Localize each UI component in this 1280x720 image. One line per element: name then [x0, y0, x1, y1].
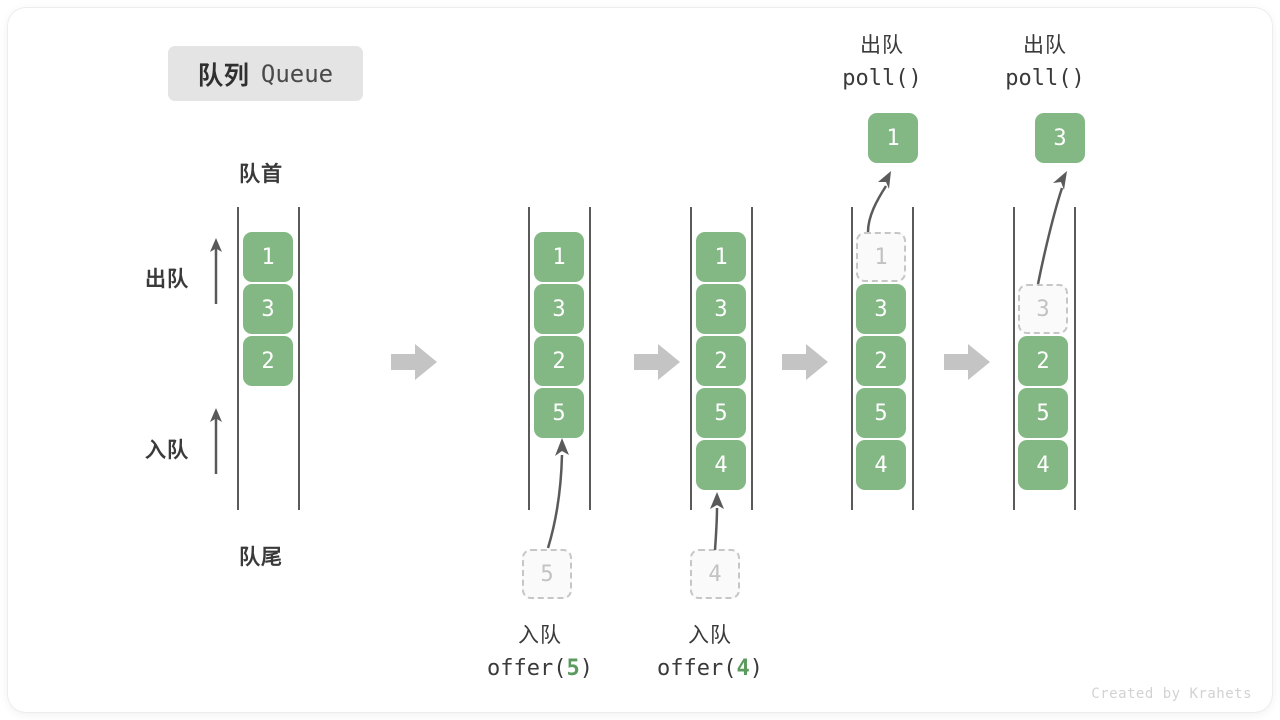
stage1-rail-right: [298, 207, 300, 510]
stage5-cell-1: 2: [1018, 336, 1068, 386]
stage3-incoming-cell: 4: [690, 549, 740, 599]
stage2-enqueue-arrow: [546, 438, 569, 549]
operation-code-poll-2: poll(): [1005, 65, 1085, 91]
step-arrow-2: [634, 344, 680, 380]
operation-label-poll-1: 出队 poll(): [812, 30, 952, 95]
operation-cn-offer-4: 入队: [688, 624, 732, 647]
stage4-cell-4: 4: [856, 440, 906, 490]
stage5-rail-left: [1013, 207, 1015, 510]
stage4-rail-left: [851, 207, 853, 510]
label-dequeue-side: 出队: [145, 268, 189, 291]
stage2-rail-left: [528, 207, 530, 510]
stage4-cell-1: 3: [856, 284, 906, 334]
step-arrow-3: [782, 344, 828, 380]
stage2-cell-2: 2: [534, 336, 584, 386]
operation-code-poll-1: poll(): [842, 65, 922, 91]
stage3-enqueue-arrow: [710, 492, 724, 551]
stage4-rail-right: [912, 207, 914, 510]
dequeue-direction-arrow: [210, 238, 222, 304]
label-rear: 队尾: [239, 546, 283, 569]
stage3-cell-0: 1: [696, 232, 746, 282]
stage3-cell-1: 3: [696, 284, 746, 334]
stage5-cell-0: 3: [1018, 284, 1068, 334]
stage1-cell-0: 1: [243, 232, 293, 282]
operation-code-offer-5: offer(5): [487, 655, 593, 681]
stage5-cell-3: 4: [1018, 440, 1068, 490]
stage4-outgoing-cell: 1: [868, 113, 918, 163]
stage5-dequeue-arrow: [1036, 171, 1067, 285]
stage5-cell-2: 5: [1018, 388, 1068, 438]
label-front: 队首: [239, 163, 283, 186]
operation-label-offer-4: 入队 offer(4): [610, 620, 810, 685]
stage4-dequeue-arrow: [866, 171, 891, 233]
label-enqueue-side: 入队: [145, 439, 189, 462]
stage2-cell-3: 5: [534, 388, 584, 438]
stage5-rail-right: [1074, 207, 1076, 510]
stage1-rail-left: [237, 207, 239, 510]
stage4-cell-0: 1: [856, 232, 906, 282]
stage2-rail-right: [589, 207, 591, 510]
enqueue-direction-arrow: [210, 408, 222, 474]
stage1-cell-2: 2: [243, 336, 293, 386]
stage3-cell-3: 5: [696, 388, 746, 438]
step-arrow-4: [944, 344, 990, 380]
operation-label-offer-5: 入队 offer(5): [440, 620, 640, 685]
title-chinese: 队列: [197, 61, 250, 90]
stage2-incoming-cell: 5: [522, 549, 572, 599]
stage3-cell-4: 4: [696, 440, 746, 490]
stage4-cell-3: 5: [856, 388, 906, 438]
operation-code-offer-4: offer(4): [657, 655, 763, 681]
diagram-title-badge: 队列 Queue: [168, 46, 363, 101]
stage5-outgoing-cell: 3: [1035, 113, 1085, 163]
stage4-cell-2: 2: [856, 336, 906, 386]
stage3-cell-2: 2: [696, 336, 746, 386]
stage2-cell-0: 1: [534, 232, 584, 282]
step-arrow-1: [391, 344, 437, 380]
stage1-cell-1: 3: [243, 284, 293, 334]
stage2-cell-1: 3: [534, 284, 584, 334]
title-english: Queue: [260, 59, 334, 88]
operation-cn-poll-2: 出队: [1023, 34, 1067, 57]
operation-cn-poll-1: 出队: [860, 34, 904, 57]
stage3-rail-left: [690, 207, 692, 510]
operation-cn-offer-5: 入队: [518, 624, 562, 647]
stage3-rail-right: [751, 207, 753, 510]
footer-credit: Created by Krahets: [1091, 686, 1252, 702]
operation-label-poll-2: 出队 poll(): [975, 30, 1115, 95]
